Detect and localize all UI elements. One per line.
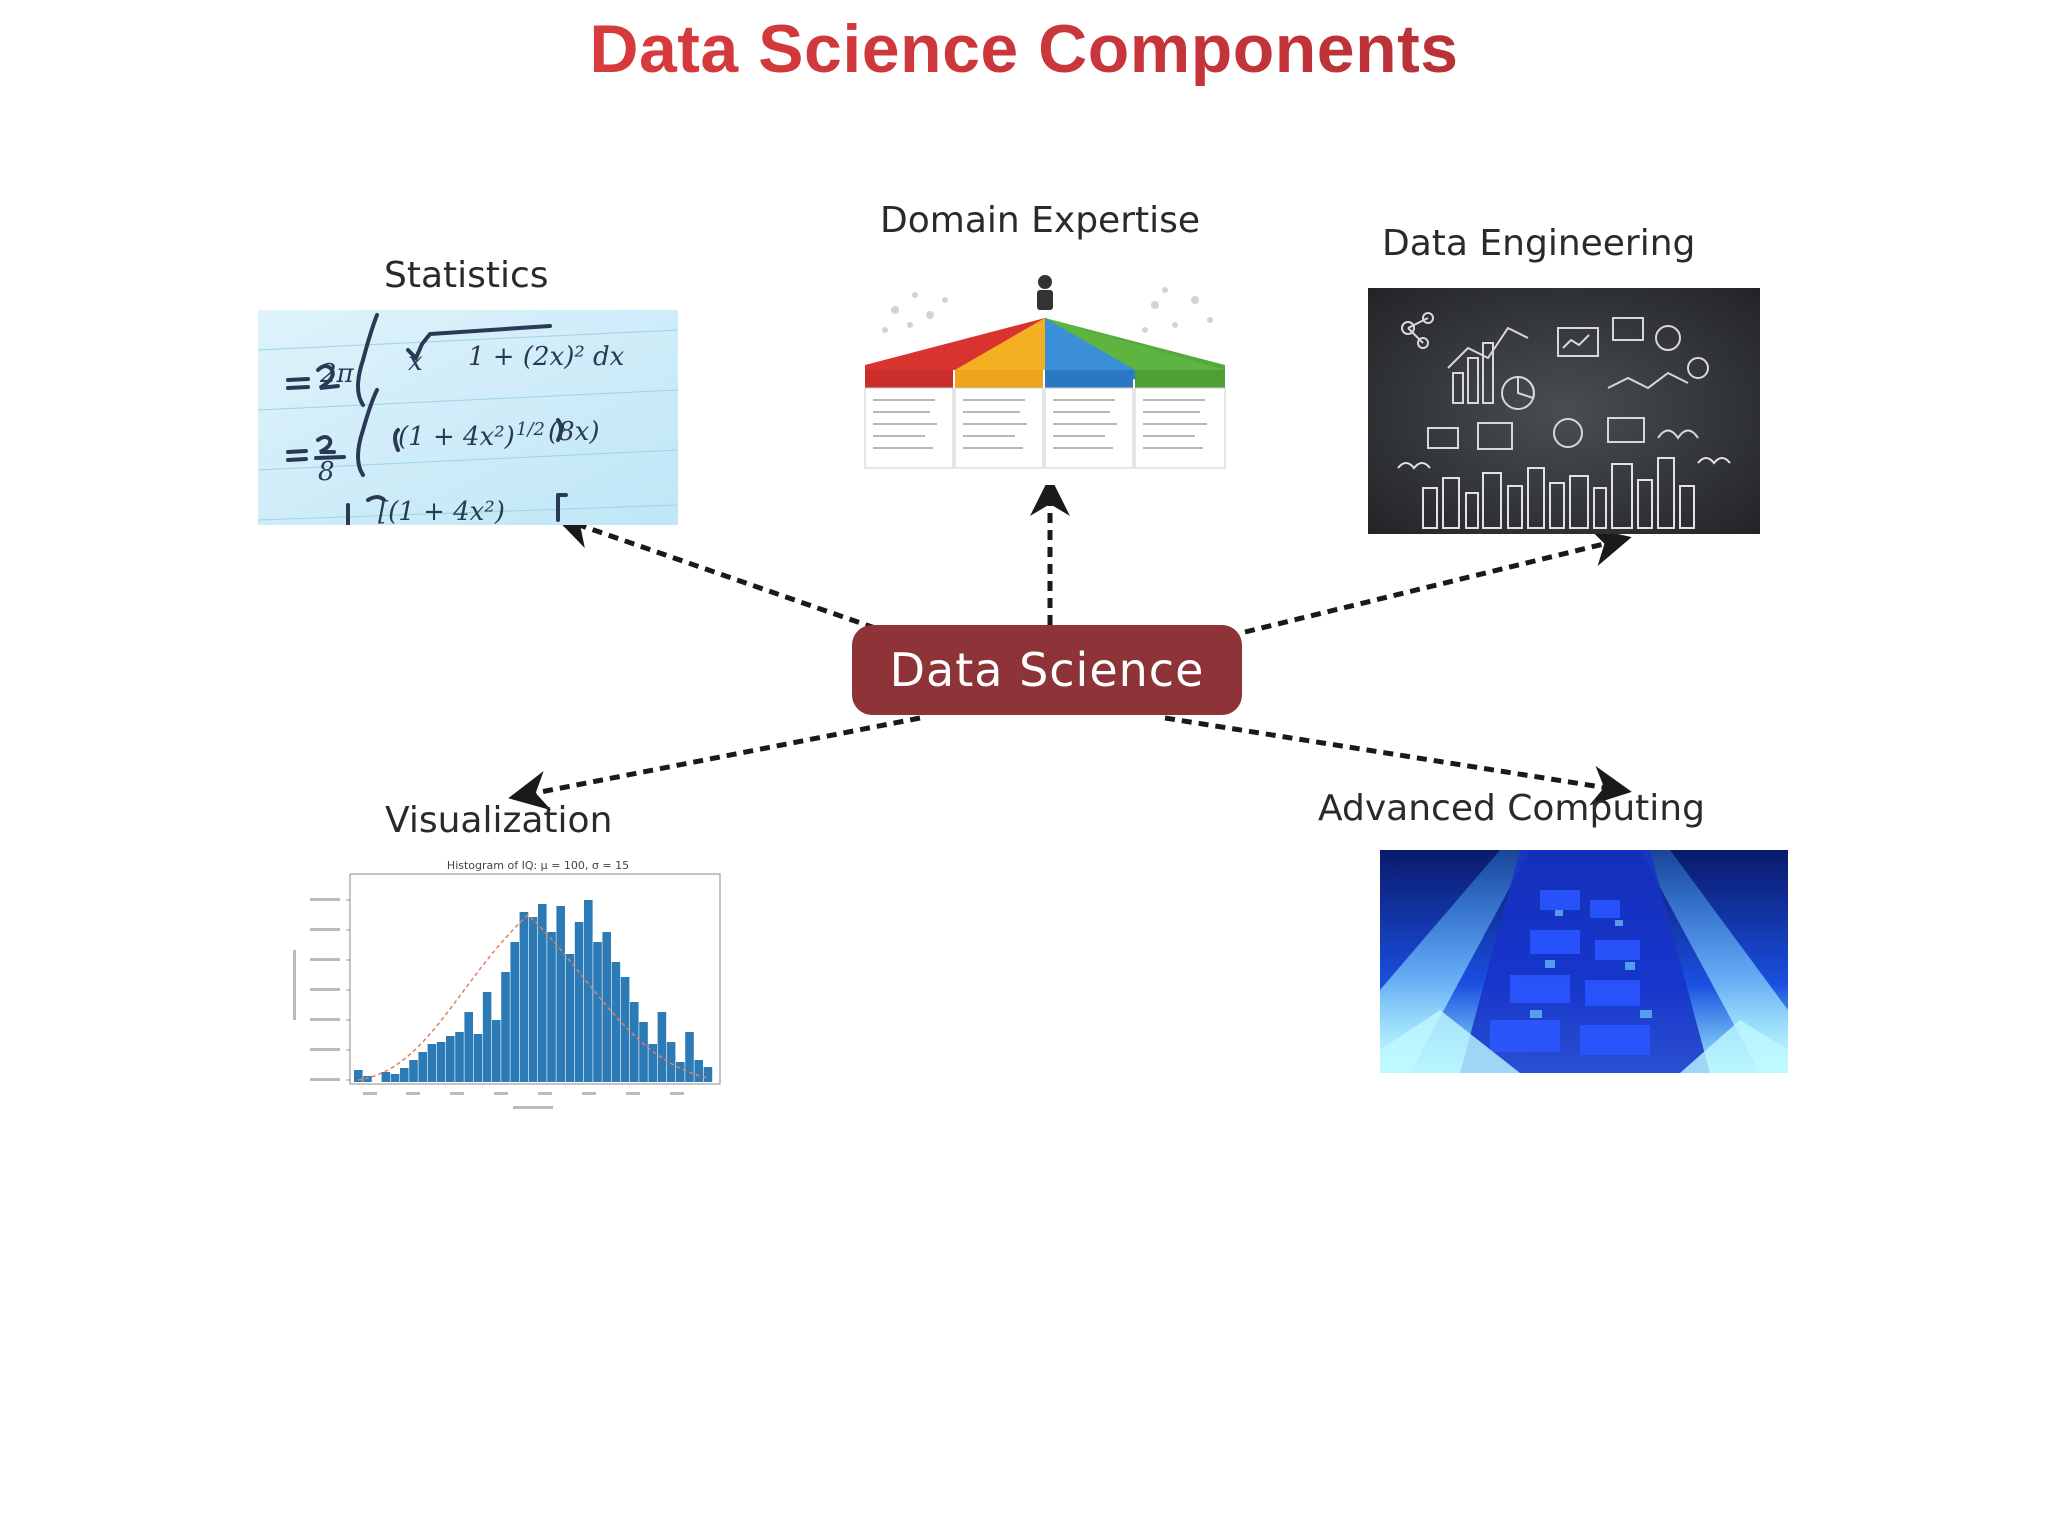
histogram-bar [584,900,593,1082]
histogram-bar [418,1052,427,1082]
svg-text:(1 + 4x²): (1 + 4x²) [398,422,515,452]
histogram-bar [676,1062,685,1082]
data-engineering-image [1368,288,1760,534]
histogram-title: Histogram of IQ: μ = 100, σ = 15 [447,860,629,872]
arrow-to-data-engineering [1244,527,1632,635]
svg-text:8: 8 [318,457,335,487]
histogram-bar [648,1044,657,1082]
histogram-bar [685,1032,694,1082]
page-title: Data Science Components [0,10,2048,88]
histogram-bar [455,1032,464,1082]
histogram-bar [703,1067,713,1082]
histogram-bar [510,942,519,1082]
arrow-to-visualization [508,715,921,811]
data-engineering-label: Data Engineering [1382,223,1696,264]
histogram-bar [666,1042,676,1082]
histogram-bar [363,1076,372,1082]
visualization-image: Histogram of IQ: μ = 100, σ = 15 [288,860,733,1118]
svg-text:[(1 + 4x²): [(1 + 4x²) [378,497,505,525]
histogram-bar [482,992,492,1082]
advanced-computing-label: Advanced Computing [1318,788,1705,829]
visualization-label: Visualization [385,800,613,841]
histogram-bar [400,1068,409,1082]
histogram-bar [446,1036,455,1082]
arrow-to-advanced-computing [1164,715,1632,806]
svg-text:2π: 2π [319,359,355,389]
histogram-bar [620,977,630,1082]
advanced-computing-image [1380,850,1788,1073]
histogram-bar [565,954,575,1082]
data-science-label: Data Science [889,643,1205,697]
statistics-image: 2π x 1 + (2x)² dx (1 + 4x²) 1/2 (8x) 8 [… [258,310,678,525]
histogram-bar [630,1002,639,1082]
histogram-bar [492,1020,501,1082]
histogram-bar [519,912,529,1082]
svg-text:1/2: 1/2 [516,419,545,440]
svg-text:(8x): (8x) [548,417,600,447]
histogram-bar [602,932,611,1082]
arrow-to-statistics [553,510,876,631]
histogram-bar [593,942,602,1082]
histogram-bar [409,1060,418,1082]
histogram-bar [390,1074,400,1082]
histogram-bar [427,1044,437,1082]
statistics-label: Statistics [384,255,549,296]
histogram-bar [657,1012,667,1082]
domain-expertise-image [855,270,1235,485]
histogram-bar [556,906,565,1082]
histogram-bar [611,962,621,1082]
histogram-bar [528,917,538,1082]
svg-text:1 + (2x)² dx: 1 + (2x)² dx [468,342,625,372]
histogram-bar [473,1034,483,1082]
histogram-bar [538,904,547,1082]
svg-text:x: x [408,347,423,377]
data-science-node: Data Science [852,625,1242,715]
histogram-bar [464,1012,473,1082]
histogram-bar [501,972,510,1082]
histogram-bar [547,932,556,1082]
histogram-bar [381,1072,391,1082]
histogram-bar [574,922,584,1082]
domain-expertise-label: Domain Expertise [880,200,1201,241]
histogram-bar [354,1070,363,1082]
histogram-bar [639,1022,648,1082]
histogram-bar [436,1042,446,1082]
histogram-bar [694,1060,703,1082]
